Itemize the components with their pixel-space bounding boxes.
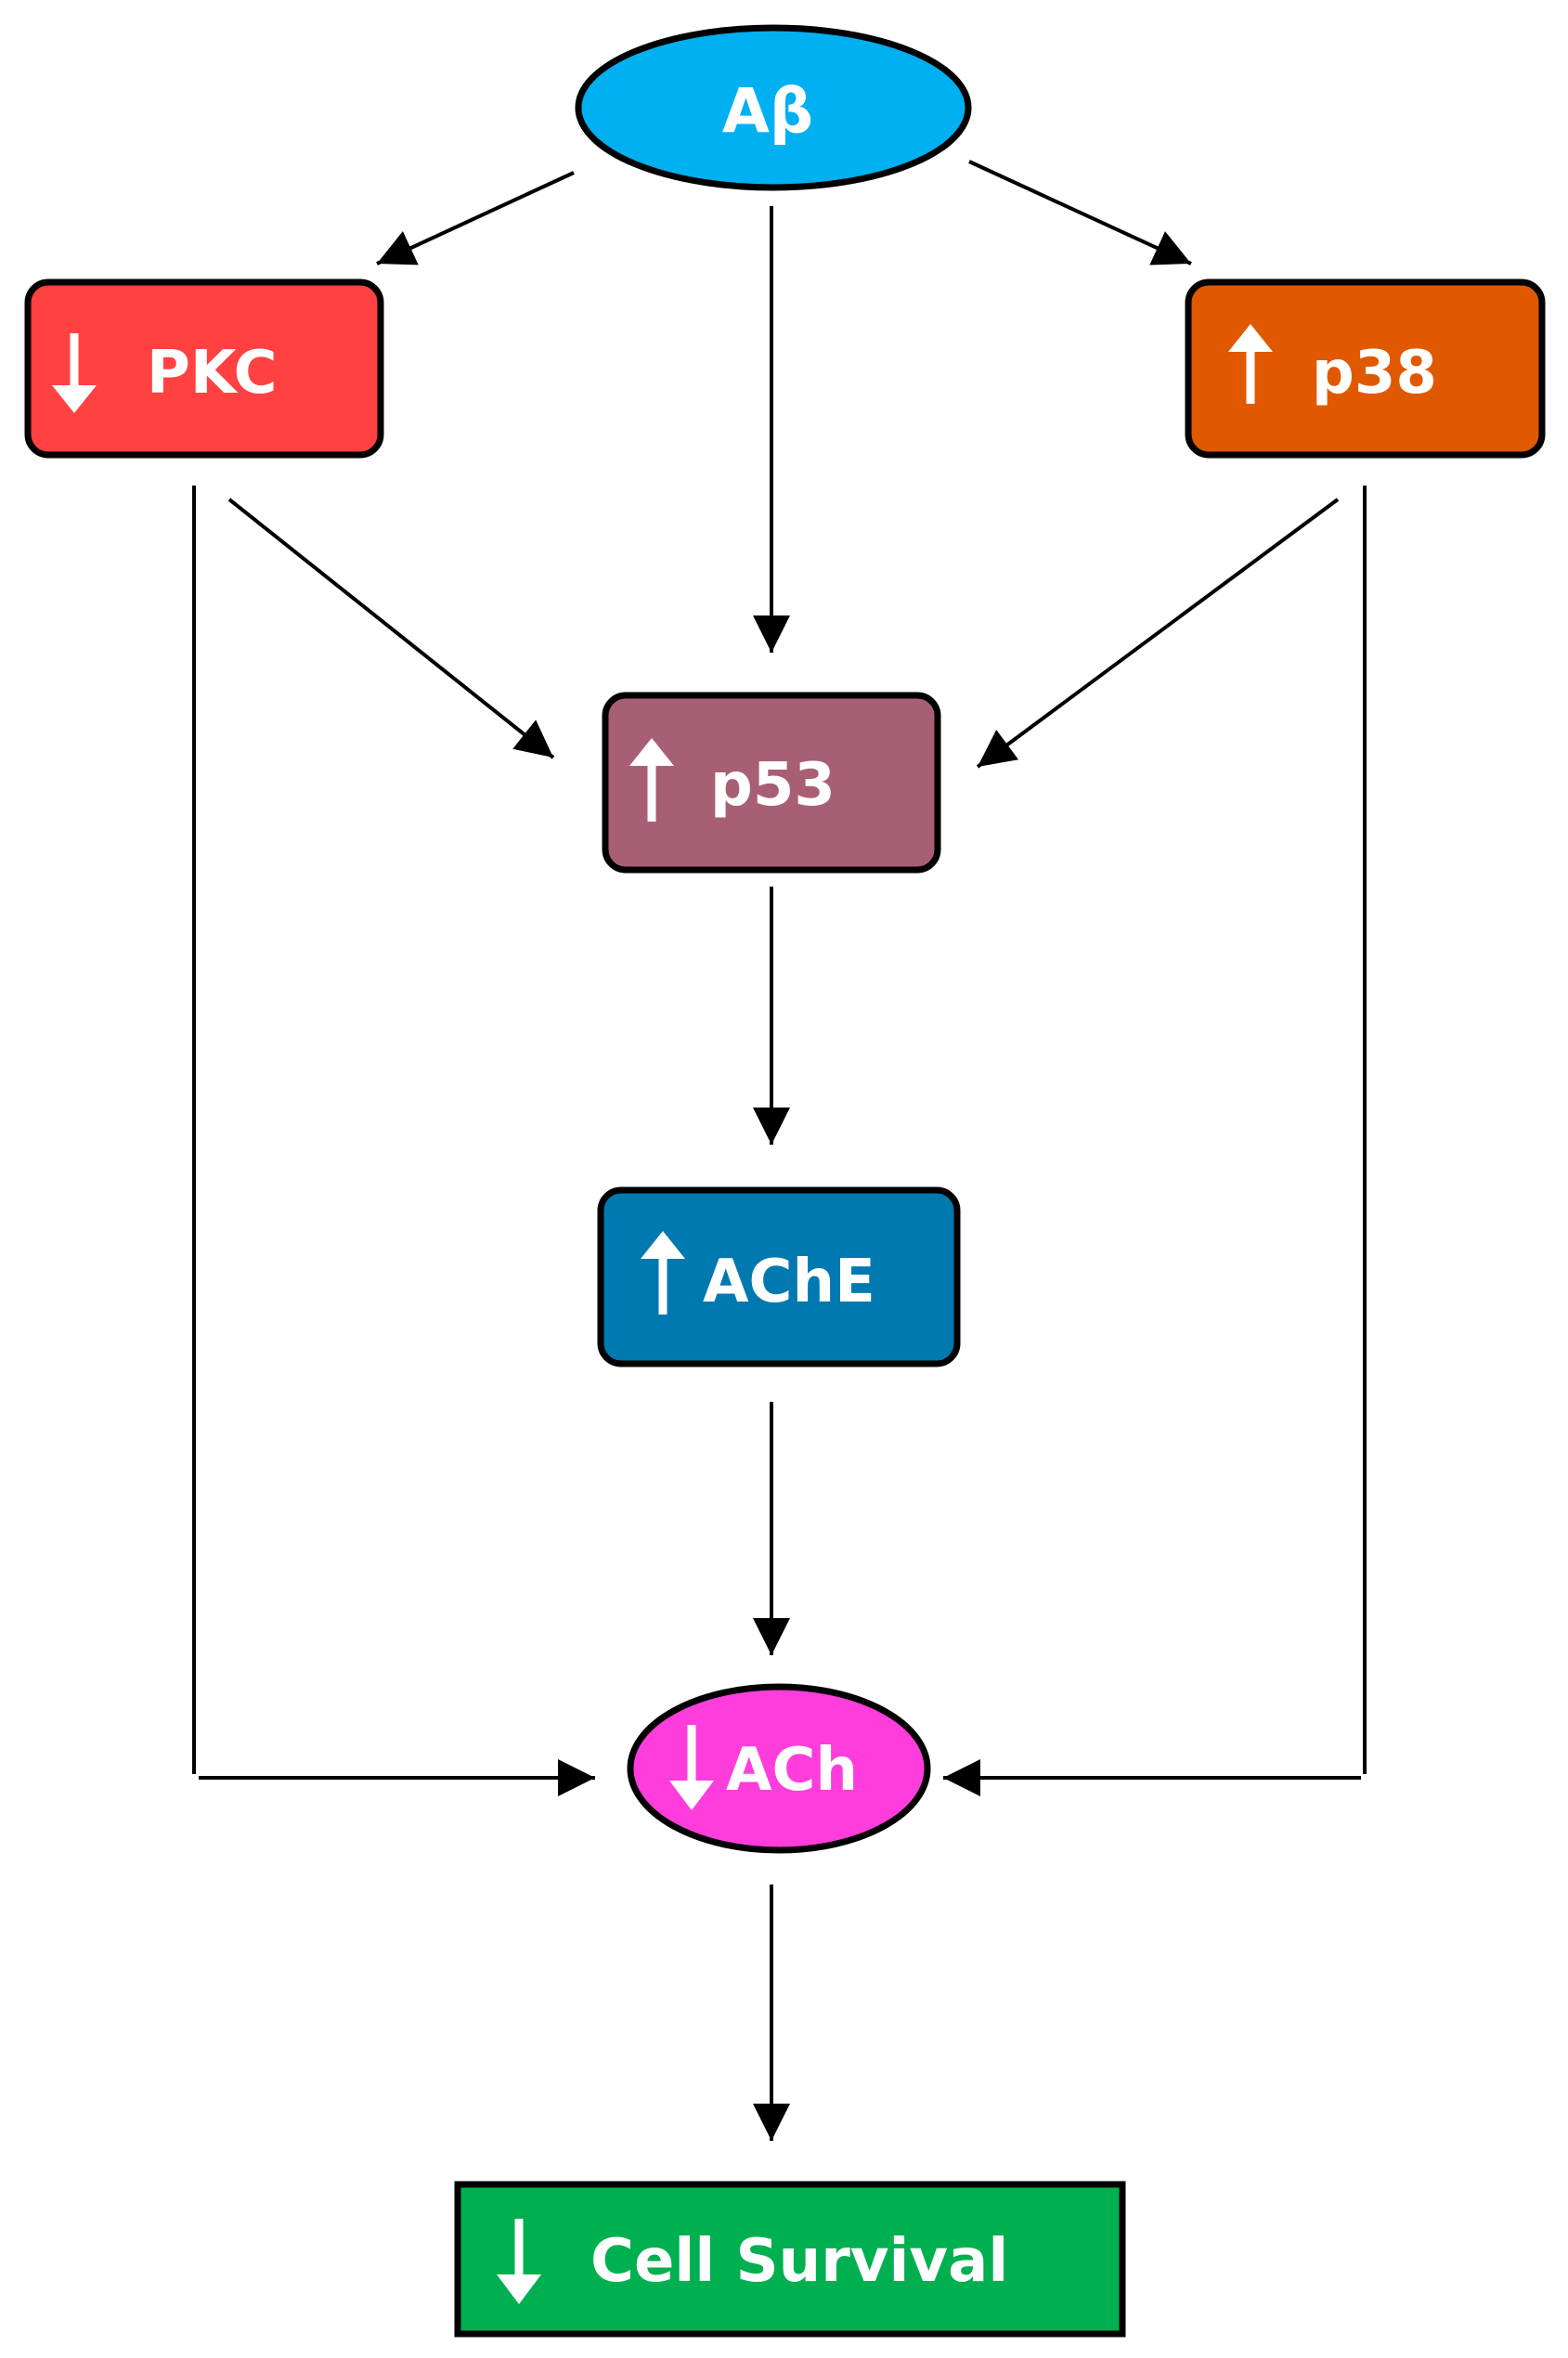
edge-p38-to-ach xyxy=(943,486,1367,1796)
node-abeta: Aβ xyxy=(575,24,972,191)
node-survival-label: Cell Survival xyxy=(590,2227,1008,2296)
node-ache-label: AChE xyxy=(703,1248,875,1316)
node-pkc-label: PKC xyxy=(147,339,278,408)
node-ache: AChE xyxy=(597,1186,961,1367)
node-p53-label: p53 xyxy=(710,751,836,820)
down-arrow-icon xyxy=(669,1725,714,1810)
node-p53: p53 xyxy=(602,692,941,874)
edge-p38-to-p53 xyxy=(976,498,1340,769)
node-p38: p38 xyxy=(1185,279,1546,459)
up-arrow-icon xyxy=(1228,324,1273,404)
node-ach: ACh xyxy=(627,1683,931,1854)
node-ach-label: ACh xyxy=(726,1736,858,1805)
down-arrow-icon xyxy=(497,2219,541,2304)
node-survival-shape xyxy=(454,2181,1126,2338)
edge-abeta-to-pkc xyxy=(376,171,575,266)
node-survival: Cell Survival xyxy=(454,2181,1126,2338)
node-pkc-shape xyxy=(24,279,384,459)
down-arrow-icon xyxy=(52,333,97,413)
node-pkc: PKC xyxy=(24,279,384,459)
node-p38-label: p38 xyxy=(1312,339,1437,408)
up-arrow-icon xyxy=(641,1231,685,1315)
node-p53-shape xyxy=(602,692,941,874)
node-ach-shape xyxy=(627,1683,931,1854)
edge-abeta-to-p38 xyxy=(968,160,1192,266)
node-ache-shape xyxy=(597,1186,961,1367)
node-abeta-label: Aβ xyxy=(722,76,813,148)
node-p38-shape xyxy=(1185,279,1546,459)
edge-pkc-to-ach xyxy=(192,486,595,1796)
node-abeta-shape xyxy=(575,24,972,191)
edge-pkc-to-p53 xyxy=(227,498,555,759)
up-arrow-icon xyxy=(629,738,674,822)
